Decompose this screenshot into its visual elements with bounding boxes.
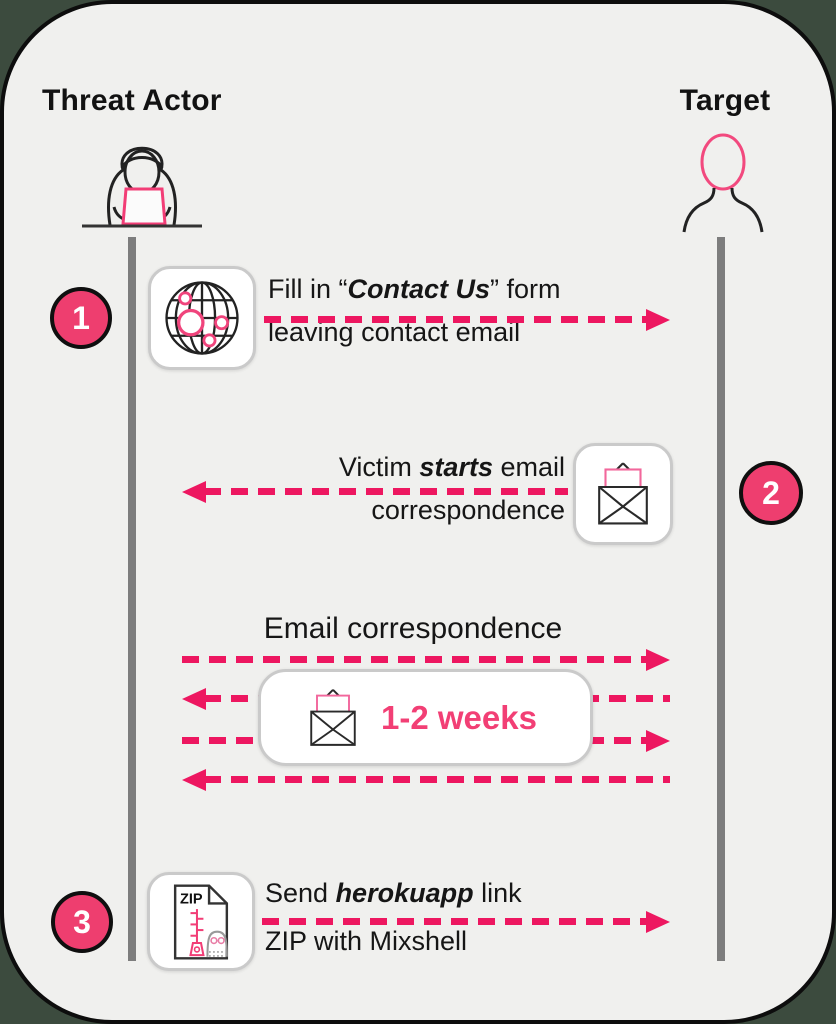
step-badge-2: 2 <box>739 461 803 525</box>
step1-arrow-shaft <box>264 316 648 323</box>
globe-icon <box>165 281 239 355</box>
target-lifeline <box>717 237 725 961</box>
corr-arrow1-head-icon <box>646 649 670 671</box>
step2-text-pre: Victim <box>338 452 420 482</box>
step-badge-3: 3 <box>51 891 113 953</box>
step3-text-emphasis: herokuapp <box>335 878 474 908</box>
corr-arrow4-head-icon <box>182 769 206 791</box>
step3-text-post: link <box>473 878 522 908</box>
envelope-icon-box <box>573 443 673 545</box>
step1-text-emphasis: Contact Us <box>347 274 491 304</box>
duration-box: 1-2 weeks <box>258 669 593 766</box>
step3-text-line1: Send herokuapp link <box>265 878 522 909</box>
target-label: Target <box>679 84 771 117</box>
zip-label: ZIP <box>180 891 203 907</box>
step1-text-line1: Fill in “Contact Us” form <box>268 274 561 305</box>
threat-actor-lifeline <box>128 237 136 961</box>
corr-arrow2-head-icon <box>182 688 206 710</box>
step3-text-line2: ZIP with Mixshell <box>265 926 468 956</box>
step2-text-line1: Victim starts email <box>250 452 565 483</box>
globe-icon-box <box>148 266 256 370</box>
step2-text-line2: correspondence <box>371 495 565 525</box>
step2-text-post: email <box>492 452 565 482</box>
step1-text-pre: Fill in “ <box>268 274 348 304</box>
step3-text-pre: Send <box>265 878 336 908</box>
step1-text-post: ” form <box>490 274 561 304</box>
corr-arrow3-head-icon <box>646 730 670 752</box>
step3-arrowhead-icon <box>646 911 670 933</box>
corr-arrow1-shaft <box>182 656 646 663</box>
zip-icon-box: ZIP <box>147 872 255 971</box>
duration-label: 1-2 weeks <box>381 698 537 736</box>
hacker-laptop-icon <box>82 146 202 228</box>
corr-arrow4-shaft <box>204 776 670 783</box>
zip-file-icon: ZIP <box>173 883 229 960</box>
step2-text-emphasis: starts <box>419 452 493 482</box>
step3-arrow-shaft <box>262 918 648 925</box>
step2-arrowhead-icon <box>182 481 206 503</box>
step2-arrow-shaft <box>204 488 568 495</box>
open-envelope-icon <box>598 462 648 525</box>
step1-arrowhead-icon <box>646 309 670 331</box>
step-badge-1: 1 <box>50 287 112 349</box>
person-icon <box>682 133 764 233</box>
threat-actor-label: Threat Actor <box>42 84 222 117</box>
open-envelope-icon <box>310 688 356 746</box>
correspondence-heading: Email correspondence <box>263 612 563 645</box>
